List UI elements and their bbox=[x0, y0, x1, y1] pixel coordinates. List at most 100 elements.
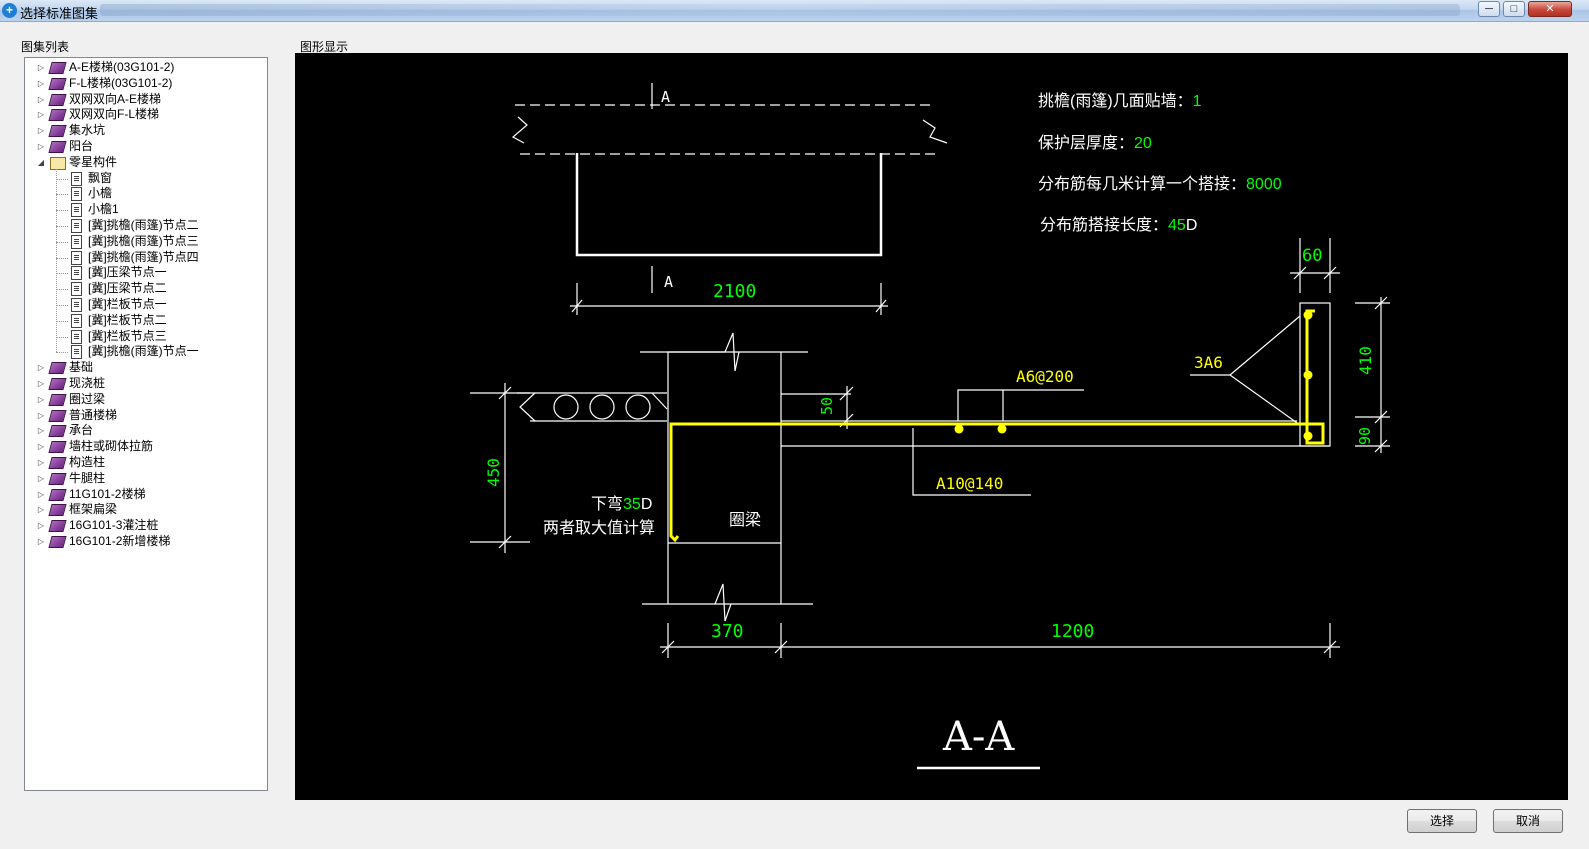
expand-icon[interactable]: ▷ bbox=[37, 78, 45, 88]
plan-break-left bbox=[511, 116, 528, 144]
expand-icon[interactable]: ▷ bbox=[37, 458, 45, 467]
collapse-icon[interactable]: ◢ bbox=[37, 157, 45, 167]
expand-icon[interactable]: ▷ bbox=[37, 489, 45, 499]
book-icon bbox=[48, 519, 67, 533]
tree-child-label: [冀]挑檐(雨篷)节点四 bbox=[88, 249, 199, 264]
tree-connector bbox=[56, 168, 57, 353]
rebar-dots bbox=[954, 310, 1313, 441]
tree-item-label: 16G101-2新增楼梯 bbox=[69, 534, 171, 548]
document-icon bbox=[69, 298, 83, 312]
dim-slab-thickness: 90 bbox=[1356, 427, 1374, 445]
tree-connector bbox=[56, 273, 68, 275]
tree-item-label: 集水坑 bbox=[69, 123, 106, 138]
tree-item-label: 墙柱或砌体拉筋 bbox=[69, 439, 154, 454]
book-icon bbox=[48, 440, 67, 454]
plan-break-right bbox=[922, 119, 948, 144]
atlas-tree[interactable]: ▷A-E楼梯(03G101-2)▷F-L楼梯(03G101-2)▷双网双向A-E… bbox=[24, 57, 268, 791]
tree-connector bbox=[56, 305, 68, 306]
expand-icon[interactable]: ▷ bbox=[37, 505, 45, 515]
tree-item-label: 基础 bbox=[69, 360, 94, 375]
tree-child-label: 飘窗 bbox=[88, 170, 113, 185]
document-icon bbox=[69, 329, 83, 344]
expand-icon[interactable]: ▷ bbox=[37, 473, 45, 483]
tree-connector bbox=[56, 178, 68, 180]
document-icon bbox=[69, 234, 83, 249]
book-icon bbox=[48, 424, 67, 438]
book-icon bbox=[48, 77, 67, 90]
tree-item-label: F-L楼梯(03G101-2) bbox=[69, 75, 173, 90]
section-mark-bottom-label: A bbox=[664, 273, 673, 291]
tree-item-label: 承台 bbox=[69, 423, 94, 438]
expand-icon[interactable]: ▷ bbox=[37, 363, 45, 373]
tree-child-label: [冀]压梁节点一 bbox=[88, 265, 167, 280]
book-icon bbox=[48, 108, 67, 122]
tree-item-label: 阳台 bbox=[69, 139, 94, 153]
expand-icon[interactable]: ▷ bbox=[37, 63, 45, 72]
bend-label: 下弯35D bbox=[591, 495, 652, 513]
tree-item-label: 16G101-3灌注桩 bbox=[69, 518, 159, 533]
tree-item-label: 普通楼梯 bbox=[69, 407, 118, 422]
book-icon bbox=[48, 393, 67, 406]
tree-item-label: 构造柱 bbox=[69, 455, 106, 469]
tree-item-label: 框架扁梁 bbox=[69, 502, 118, 517]
expand-icon[interactable]: ▷ bbox=[37, 94, 45, 104]
atlas-list-label: 图集列表 bbox=[21, 40, 70, 54]
expand-icon[interactable]: ▷ bbox=[37, 537, 45, 546]
expand-icon[interactable]: ▷ bbox=[37, 379, 45, 388]
document-icon bbox=[69, 282, 83, 297]
book-icon bbox=[48, 409, 67, 422]
tree-item-label: A-E楼梯(03G101-2) bbox=[69, 60, 175, 74]
tree-child-label: [冀]挑檐(雨篷)节点一 bbox=[88, 344, 199, 359]
dim-cantilever: 1200 bbox=[1051, 621, 1094, 642]
drawing-canvas: A A 2100 挑檐(雨篷)几面贴墙：1 保护层厚度：20 分布筋每几米计算一… bbox=[295, 53, 1568, 800]
param-cover: 保护层厚度：20 bbox=[1038, 134, 1152, 152]
rebar-main-label: A10@140 bbox=[936, 474, 1003, 493]
cancel-button[interactable]: 取消 bbox=[1493, 809, 1563, 833]
expand-icon[interactable]: ▷ bbox=[37, 110, 45, 120]
document-icon bbox=[69, 313, 83, 328]
tree-child-label: [冀]压梁节点二 bbox=[88, 281, 167, 296]
minimize-button[interactable]: ─ bbox=[1478, 1, 1500, 17]
expand-icon[interactable]: ▷ bbox=[37, 142, 45, 151]
tree-child-label: [冀]挑檐(雨篷)节点二 bbox=[88, 218, 199, 232]
bend-note: 两者取大值计算 bbox=[543, 518, 655, 537]
rebar-lines bbox=[669, 309, 1325, 543]
expand-icon[interactable]: ▷ bbox=[37, 426, 45, 436]
rebar-distribution-label: A6@200 bbox=[1016, 367, 1074, 386]
dim-step: 50 bbox=[818, 397, 836, 415]
expand-icon[interactable]: ▷ bbox=[37, 394, 45, 404]
document-icon bbox=[69, 187, 83, 202]
book-icon bbox=[48, 61, 67, 74]
book-icon bbox=[48, 535, 67, 548]
rebar-lip-label: 3A6 bbox=[1194, 353, 1223, 372]
book-icon bbox=[48, 377, 67, 390]
tree-connector bbox=[56, 352, 68, 354]
book-icon bbox=[48, 93, 67, 106]
select-button[interactable]: 选择 bbox=[1407, 809, 1477, 833]
tree-connector bbox=[56, 226, 68, 227]
tree-connector bbox=[56, 336, 68, 338]
detail-drawing: A A 2100 挑檐(雨篷)几面贴墙：1 保护层厚度：20 分布筋每几米计算一… bbox=[470, 83, 1390, 770]
tree-item-label: 现浇桩 bbox=[69, 376, 106, 390]
app-plus-icon: + bbox=[2, 3, 17, 18]
maximize-button[interactable]: □ bbox=[1503, 1, 1525, 17]
tree-child-label: [冀]挑檐(雨篷)节点三 bbox=[88, 233, 199, 248]
tree-connector bbox=[56, 210, 68, 212]
dim-beam-height: 450 bbox=[484, 458, 503, 487]
document-icon bbox=[69, 219, 83, 233]
expand-icon[interactable]: ▷ bbox=[37, 410, 45, 420]
open-book-icon bbox=[50, 156, 66, 170]
expand-icon[interactable]: ▷ bbox=[37, 442, 45, 452]
tree-item-label: 零星构件 bbox=[69, 154, 118, 169]
param-splice-interval: 分布筋每几米计算一个搭接：8000 bbox=[1038, 174, 1282, 193]
dim-plan-width: 2100 bbox=[713, 281, 756, 302]
close-button[interactable]: ✕ bbox=[1528, 1, 1572, 17]
tree-connector bbox=[56, 194, 68, 196]
expand-icon[interactable]: ▷ bbox=[37, 521, 45, 531]
window-title: 选择标准图集 bbox=[20, 6, 99, 21]
tree-child-label: [冀]栏板节点二 bbox=[88, 312, 167, 327]
tree-connector bbox=[56, 289, 68, 291]
beam-label: 圈梁 bbox=[729, 511, 761, 529]
expand-icon[interactable]: ▷ bbox=[37, 126, 45, 136]
plan-outline bbox=[575, 153, 883, 257]
